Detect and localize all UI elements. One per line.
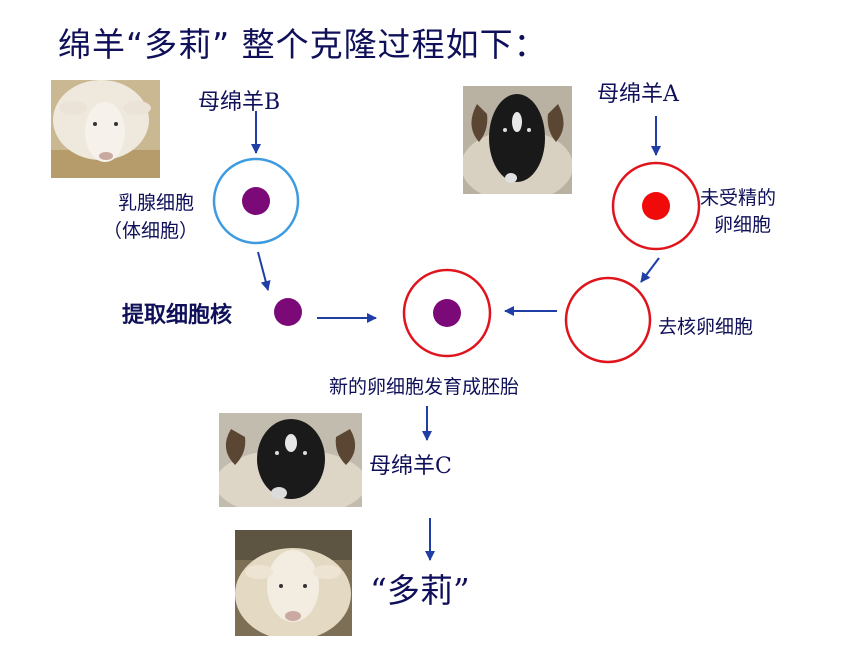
arrow-egg-to-enucleated [640,257,660,283]
photo-sheep-a [463,86,572,194]
label-sheep-b: 母绵羊B [198,90,281,115]
label-unfertilized: 未受精的 [700,187,777,209]
photo-sheep-c [219,413,362,507]
black-face-sheep-image [219,413,362,507]
arrow-cell-to-nucleus [257,251,271,291]
photo-sheep-b [51,80,160,178]
label-mammary-cell: 乳腺细胞 [118,192,195,214]
label-extract-nucleus: 提取细胞核 [122,303,233,328]
extracted-nucleus [274,298,302,326]
label-new-egg-develops: 新的卵细胞发育成胚胎 [329,376,520,398]
label-dolly: “多莉” [370,571,470,610]
label-sheep-a: 母绵羊A [597,82,679,107]
photo-dolly [235,530,352,636]
label-somatic-cell: （体细胞） [103,220,199,242]
white-sheep-image [51,80,160,178]
enucleated-egg-cell [564,276,652,364]
mammary-cell-nucleus [242,187,270,215]
dolly-sheep-image [235,530,352,636]
egg-cell-nucleus [642,192,670,220]
slide-title: 绵羊“多莉” 整个克隆过程如下： [58,25,548,64]
label-sheep-c: 母绵羊C [369,454,452,479]
black-face-sheep-image [463,86,572,194]
label-egg-cell: 卵细胞 [714,214,772,236]
label-enucleated-egg: 去核卵细胞 [658,316,754,338]
new-egg-cell-nucleus [433,299,461,327]
